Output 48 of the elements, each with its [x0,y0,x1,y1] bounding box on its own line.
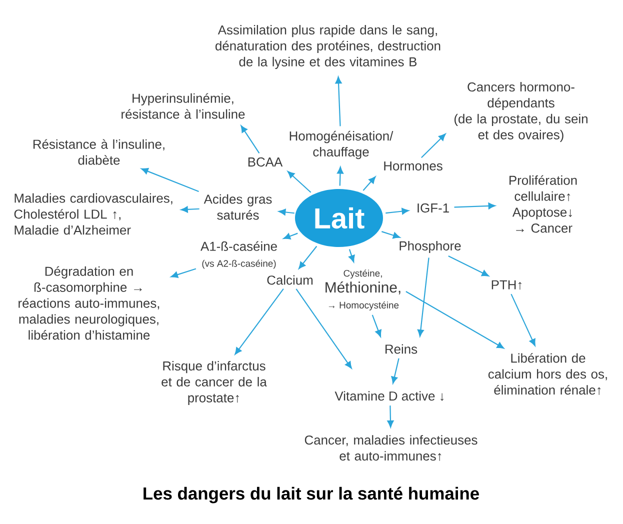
text-label: Assimilation plus rapide dans le sang, dénaturation des protéines, destruction de la lysine et des vitamines B [216,25,440,69]
arrow [141,168,199,192]
text-label: Résistance à l’insuline, diabète [33,139,164,165]
text-label: PTH↑ [492,280,522,290]
text-label: IGF-1 [418,203,449,213]
text-label: Calcium [267,275,313,285]
arrow [240,125,260,154]
arrow [298,246,318,270]
text-label: Homogénéisation/ chauffage [290,130,394,160]
arrow [417,258,430,337]
arrow [510,294,536,346]
text-label: Hyperinsulinémie, résistance à l’insuline [122,93,245,119]
text-label: Cancers hormono-dépendants (de la prostate, du sein et des ovaires) [454,82,588,142]
text-label: Acides gras saturés [204,194,272,220]
arrow [391,358,400,384]
arrow [421,134,446,158]
text-label: Hormones [384,161,442,170]
text-label: Cystéine, Méthionine, → Homocystéine [326,270,400,310]
text-label: Libération de calcium hors des os, élimination rénale↑ [488,353,607,395]
arrow [372,314,382,338]
arrow [336,166,344,186]
arrow [287,171,312,193]
arrow [283,232,298,240]
arrow [362,176,376,191]
arrow [278,208,294,216]
text-label: Maladies cardiovasculaires, Cholestérol LDL ↑, Maladie d’Alzheimer [14,193,172,235]
arrow [448,256,489,276]
arrow [296,288,352,369]
arrow [180,206,200,213]
text-label: Phosphore [400,240,461,254]
arrow [406,291,504,349]
arrow [382,231,400,239]
text-label: Prolifération cellulaire↑ Apoptose↓ → Cancer [510,175,577,233]
arrow [386,208,409,214]
arrow [335,76,342,126]
arrow [234,288,284,355]
caption: Les dangers du lait sur la santé humaine [144,486,479,504]
arrow [348,249,355,262]
arrow [170,268,196,278]
text-label: Vitamine D active ↓ [334,391,444,401]
text-label: BCAA [248,157,283,167]
text-label: Risque d’infarctus et de cancer de la prostate↑ [162,361,267,405]
text-label: Reins [386,344,418,354]
text-label: Dégradation en ß-casomorphine → réactions auto-immunes, maladies neurologiques, libération d’histamine [18,266,160,340]
text-label: A1-ß-caséine (vs A2-ß-caséine) [200,241,277,269]
arrow [387,406,394,428]
text-label: Cancer, maladies infectieuses et auto-immunes↑ [304,435,478,461]
arrow [454,202,496,210]
